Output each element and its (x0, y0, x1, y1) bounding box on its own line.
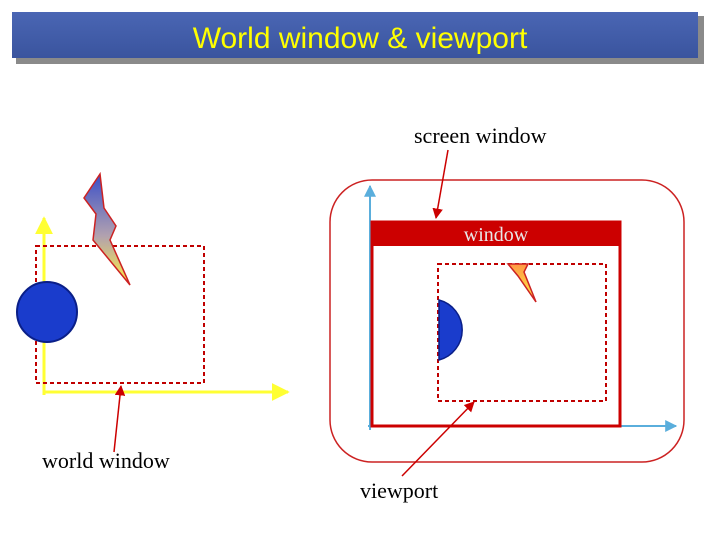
screen-coordinates: window screen window viewport (329, 123, 685, 503)
screen-window-pointer (432, 149, 449, 220)
title-banner-bar (12, 12, 698, 58)
screen-window-frame (370, 220, 622, 428)
viewport-pointer (401, 401, 475, 477)
clipped-lightning-bolt-icon (506, 263, 537, 303)
viewport-label: viewport (360, 478, 438, 503)
world-window-pointer (113, 384, 126, 453)
world-window-label: world window (42, 448, 170, 473)
world-coordinates: world window (16, 171, 290, 473)
lightning-bolt-icon (83, 171, 131, 286)
circle-shape (16, 281, 78, 343)
screen-window-titlebar (372, 222, 620, 246)
screen-outline (329, 179, 685, 463)
clipped-circle-shape (438, 299, 463, 361)
screen-window-label: screen window (414, 123, 547, 148)
page-title: World window & viewport (193, 22, 528, 55)
title-banner: World window & viewport (12, 12, 704, 64)
window-titlebar-label: window (464, 224, 529, 246)
